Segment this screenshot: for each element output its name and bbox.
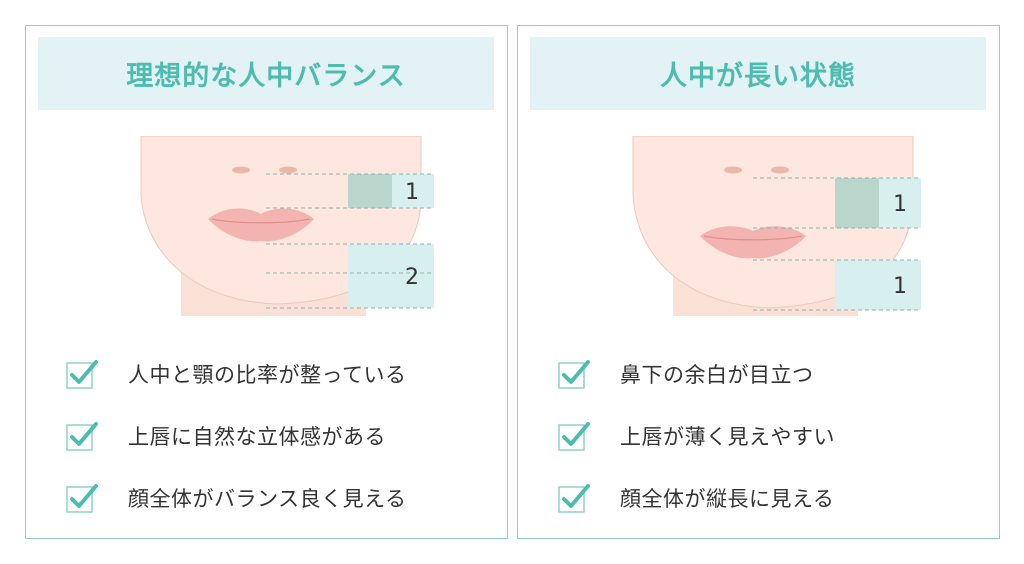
checkbox-checked-icon xyxy=(66,422,98,451)
ratio-band-lower xyxy=(835,260,921,310)
ratio-label-upper: 1 xyxy=(893,192,907,217)
check-label: 上唇が薄く見えやすい xyxy=(620,425,835,449)
nostril-right xyxy=(279,166,297,174)
ratio-band-upper-dark xyxy=(348,174,392,208)
lips-shape xyxy=(700,226,806,259)
nostril-left xyxy=(724,166,742,174)
ratio-band-upper-dark xyxy=(835,178,879,228)
list-item: 顔全体が縦長に見える xyxy=(558,480,834,516)
check-label: 上唇に自然な立体感がある xyxy=(128,425,386,449)
ratio-band-lower xyxy=(348,244,434,308)
face-illustration-ideal: 1 2 xyxy=(140,136,434,316)
lips-shape xyxy=(208,208,314,242)
ideal-philtrum-panel: 理想的な人中バランス 1 2 人中と顎の比率が整っている xyxy=(25,25,508,539)
face-illustration-long: 1 1 xyxy=(632,136,921,316)
ratio-label-lower: 2 xyxy=(405,265,419,290)
list-item: 上唇に自然な立体感がある xyxy=(66,418,386,454)
checkbox-checked-icon xyxy=(558,422,590,451)
list-item: 上唇が薄く見えやすい xyxy=(558,418,835,454)
checkbox-checked-icon xyxy=(66,484,98,513)
check-label: 鼻下の余白が目立つ xyxy=(620,363,814,387)
panel-header: 人中が長い状態 xyxy=(530,37,986,110)
ratio-label-lower: 1 xyxy=(893,274,907,299)
checkbox-checked-icon xyxy=(558,484,590,513)
nostril-right xyxy=(771,166,789,174)
check-label: 顔全体がバランス良く見える xyxy=(128,487,407,511)
check-label: 人中と顎の比率が整っている xyxy=(128,363,407,387)
list-item: 人中と顎の比率が整っている xyxy=(66,356,406,392)
panel-header: 理想的な人中バランス xyxy=(38,37,494,110)
checkbox-checked-icon xyxy=(558,360,590,389)
lip-line xyxy=(703,235,803,241)
nostril-left xyxy=(232,166,250,174)
list-item: 鼻下の余白が目立つ xyxy=(558,356,814,392)
lip-line xyxy=(211,218,311,224)
checkbox-checked-icon xyxy=(66,360,98,389)
panel-title: 人中が長い状態 xyxy=(660,61,856,92)
long-philtrum-panel: 人中が長い状態 1 1 鼻下の余白が目立つ xyxy=(517,25,1000,539)
list-item: 顔全体がバランス良く見える xyxy=(66,480,406,516)
panel-title: 理想的な人中バランス xyxy=(126,61,406,92)
ratio-label-upper: 1 xyxy=(405,180,419,205)
check-label: 顔全体が縦長に見える xyxy=(620,487,835,511)
